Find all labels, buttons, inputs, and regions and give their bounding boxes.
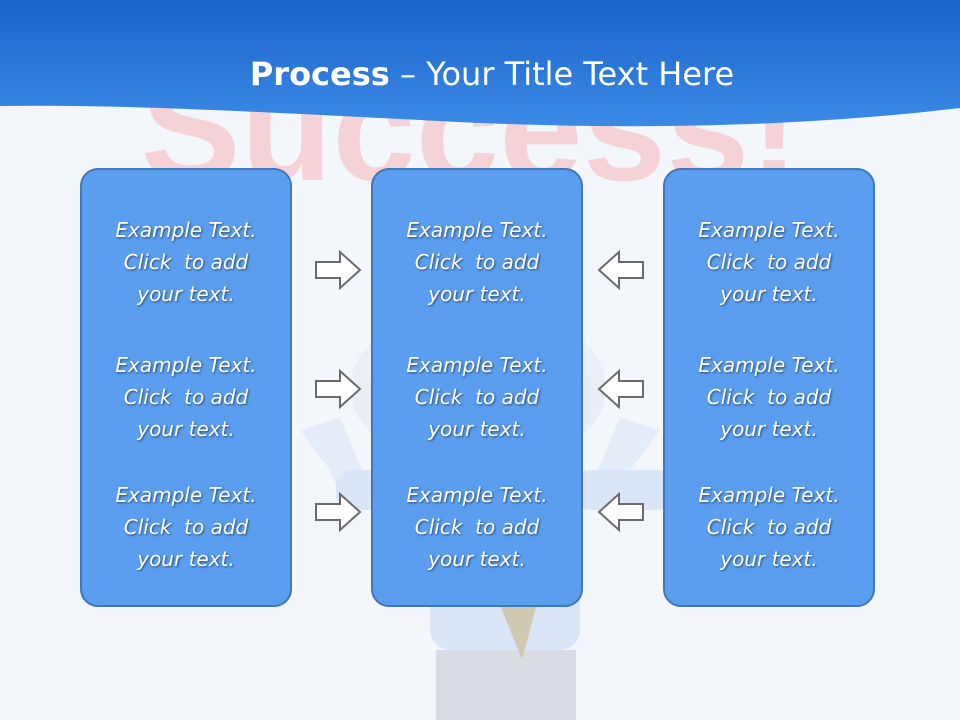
text-block[interactable]: Example Text. Click to add your text. [115, 353, 257, 441]
right-arrow-icon [315, 368, 362, 410]
title-bold: Process [249, 55, 390, 93]
left-arrow-icon [597, 491, 644, 533]
text-block[interactable]: Example Text. Click to add your text. [698, 353, 840, 441]
text-block[interactable]: Example Text. Click to add your text. [406, 483, 548, 571]
process-box-right[interactable]: Example Text. Click to add your text. Ex… [663, 168, 875, 607]
left-arrow-icon [597, 368, 644, 410]
text-block[interactable]: Example Text. Click to add your text. [115, 483, 257, 571]
left-arrow-icon [597, 249, 644, 291]
text-block[interactable]: Example Text. Click to add your text. [406, 218, 548, 306]
right-arrow-icon [315, 249, 362, 291]
text-block[interactable]: Example Text. Click to add your text. [698, 218, 840, 306]
text-block[interactable]: Example Text. Click to add your text. [115, 218, 257, 306]
process-box-center[interactable]: Example Text. Click to add your text. Ex… [371, 168, 583, 607]
page-title: Process – Your Title Text Here [0, 52, 960, 96]
text-block[interactable]: Example Text. Click to add your text. [698, 483, 840, 571]
text-block[interactable]: Example Text. Click to add your text. [406, 353, 548, 441]
right-arrow-icon [315, 491, 362, 533]
title-rest: – Your Title Text Here [389, 55, 735, 93]
header-banner [0, 0, 960, 127]
process-box-left[interactable]: Example Text. Click to add your text. Ex… [80, 168, 292, 607]
